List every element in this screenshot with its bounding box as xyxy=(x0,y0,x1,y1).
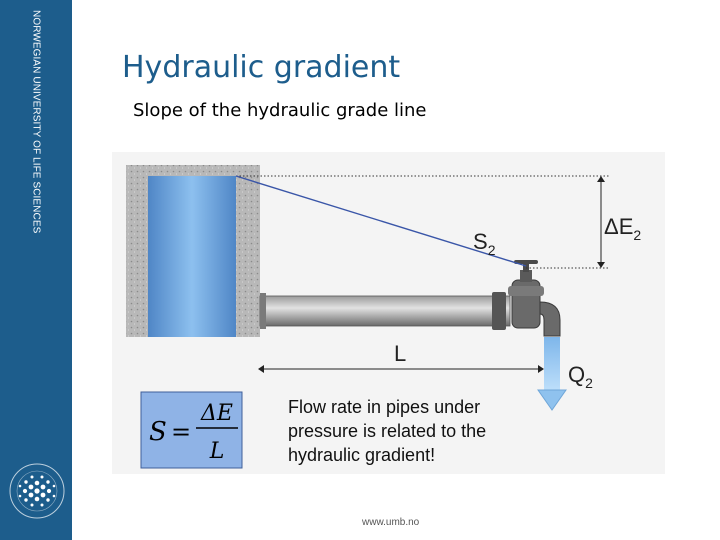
falling-water xyxy=(544,337,560,392)
horizontal-pipe xyxy=(259,295,511,327)
note-line-2: pressure is related to the xyxy=(288,421,486,441)
formula-numerator: ΔE xyxy=(200,401,233,426)
arrow-down-icon xyxy=(597,262,605,268)
hydraulic-gradient-diagram: S2 ΔE2 L Q2 S = ΔE L Flow rate in pipes … xyxy=(112,152,665,474)
head-loss-label: ΔE2 xyxy=(604,214,641,243)
arrow-left-icon xyxy=(258,365,264,373)
faucet xyxy=(492,270,561,337)
arrow-right-icon xyxy=(538,365,544,373)
hydraulic-grade-line xyxy=(235,175,527,267)
formula-equals: = xyxy=(171,418,191,446)
formula-lhs: S xyxy=(149,417,167,447)
pipe-flange xyxy=(260,293,266,329)
footer-url[interactable]: www.umb.no xyxy=(362,517,420,528)
institution-name: NORWEGIAN UNIVERSITY OF LIFE SCIENCES xyxy=(30,10,42,234)
arrow-up-icon xyxy=(597,176,605,182)
note-line-1: Flow rate in pipes under xyxy=(288,397,480,417)
formula-denominator: L xyxy=(209,439,225,464)
formula-box xyxy=(140,391,243,469)
flow-label: Q2 xyxy=(568,362,593,391)
outflow-arrow-icon xyxy=(537,389,567,411)
slide-subtitle: Slope of the hydraulic grade line xyxy=(133,100,427,121)
university-logo xyxy=(9,463,65,519)
reservoir-water xyxy=(148,176,236,337)
slope-label: S2 xyxy=(473,229,496,258)
slide-title: Hydraulic gradient xyxy=(122,50,401,85)
length-label: L xyxy=(394,341,406,366)
note-line-3: hydraulic gradient! xyxy=(288,445,435,465)
sidebar: NORWEGIAN UNIVERSITY OF LIFE SCIENCES xyxy=(0,0,72,540)
